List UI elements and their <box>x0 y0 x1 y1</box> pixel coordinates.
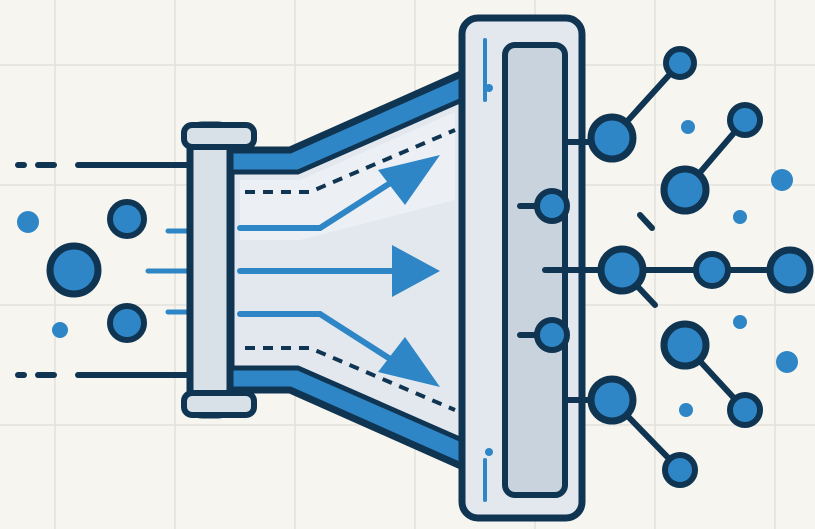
panel-dot-top <box>485 84 493 92</box>
flange-bottom-cap <box>184 393 254 415</box>
panel-dot-bottom <box>485 448 493 456</box>
flange-top-cap <box>184 125 254 147</box>
funnel-left-flange <box>190 125 230 415</box>
